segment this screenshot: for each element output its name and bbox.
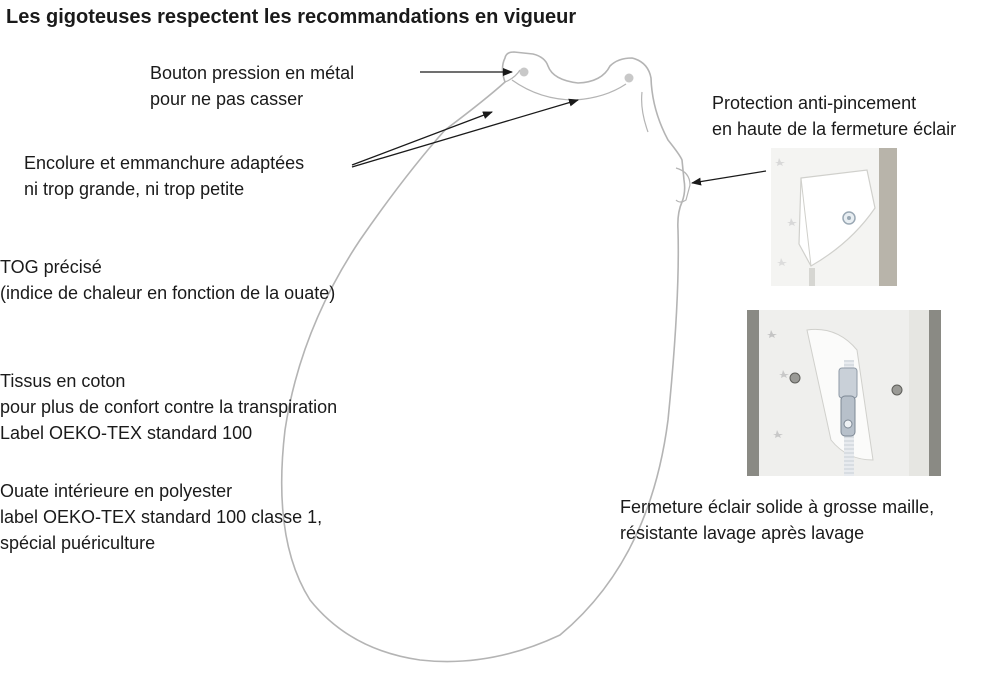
annotation-line: Ouate intérieure en polyester <box>0 481 233 501</box>
shoulder-seam-right <box>641 91 649 133</box>
sleeping-bag-outline <box>280 51 686 663</box>
neckline-seam <box>511 79 627 101</box>
page-title: Les gigoteuses respectent les recommanda… <box>6 6 577 28</box>
snap-button-right <box>624 73 634 83</box>
annotation-line: Protection anti-pincement <box>712 93 917 113</box>
annotation-line: label OEKO-TEX standard 100 classe 1, <box>0 507 323 527</box>
annotation-line: Fermeture éclair solide à grosse maille, <box>620 497 935 517</box>
anti-pinch-photo <box>771 148 897 286</box>
annotation-line: Label OEKO-TEX standard 100 <box>0 423 253 443</box>
anti-pinch-photo-art <box>771 148 897 286</box>
arrow-encolure-1 <box>351 111 493 166</box>
snap-button-left <box>519 67 529 77</box>
annotation-line: ni trop grande, ni trop petite <box>24 179 245 199</box>
zipper-guard <box>675 167 691 203</box>
annotation-protection: Protection anti-pincement en haute de la… <box>712 90 956 142</box>
annotation-line: (indice de chaleur en fonction de la oua… <box>0 283 336 303</box>
annotation-tog: TOG précisé (indice de chaleur en foncti… <box>0 254 335 306</box>
zipper-photo <box>747 310 941 476</box>
zipper-photo-art <box>747 310 941 476</box>
annotation-encolure: Encolure et emmanchure adaptées ni trop … <box>24 150 304 202</box>
shoulder-seam-left <box>504 69 521 83</box>
annotation-line: Encolure et emmanchure adaptées <box>24 153 305 173</box>
annotation-fermeture: Fermeture éclair solide à grosse maille,… <box>620 494 934 546</box>
annotation-line: Bouton pression en métal <box>150 63 355 83</box>
annotation-line: résistante lavage après lavage <box>620 523 865 543</box>
arrow-protection <box>691 170 767 186</box>
annotation-line: pour ne pas casser <box>150 89 304 109</box>
annotation-tissus: Tissus en coton pour plus de confort con… <box>0 368 337 446</box>
annotation-line: Tissus en coton <box>0 371 126 391</box>
annotation-bouton: Bouton pression en métal pour ne pas cas… <box>150 60 354 112</box>
annotation-line: spécial puériculture <box>0 533 156 553</box>
arrow-encolure-2 <box>351 98 579 168</box>
annotation-line: en haute de la fermeture éclair <box>712 119 957 139</box>
annotation-line: pour plus de confort contre la transpira… <box>0 397 338 417</box>
annotation-line: TOG précisé <box>0 257 102 277</box>
annotation-ouate: Ouate intérieure en polyester label OEKO… <box>0 478 322 556</box>
